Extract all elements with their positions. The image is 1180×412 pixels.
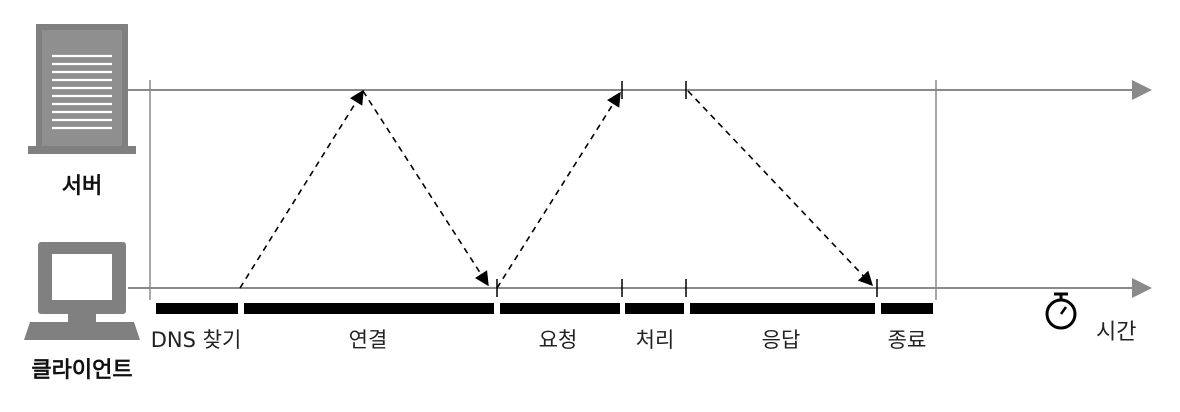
phase-label-dns: DNS 찾기 [150, 328, 242, 352]
phase-bar-close [881, 303, 933, 314]
timeline-frame [128, 80, 1152, 300]
syn-ack-arrow [362, 90, 489, 287]
phase-label-process: 처리 [635, 328, 675, 352]
phase-bar-dns [156, 303, 238, 314]
request-arrow [496, 91, 621, 289]
client-label: 클라이언트 [31, 358, 133, 383]
phase-bar-request [500, 303, 620, 314]
response-arrow [687, 90, 873, 287]
phase-bar-connect [244, 303, 494, 314]
phase-ticks [496, 81, 878, 297]
message-arrows [239, 89, 873, 289]
phase-label-request: 요청 [538, 328, 578, 352]
syn-arrow [239, 89, 364, 289]
phase-label-close: 종료 [887, 328, 927, 352]
phase-bars [156, 303, 933, 314]
server-label: 서버 [61, 174, 103, 199]
phase-bar-process [625, 303, 684, 314]
server-icon [28, 24, 136, 154]
time-label: 시간 [1096, 320, 1137, 345]
phase-bar-response [690, 303, 875, 314]
computer-icon [24, 242, 140, 340]
phase-label-connect: 연결 [348, 328, 388, 352]
phase-label-response: 응답 [761, 328, 801, 352]
stopwatch-icon [1045, 292, 1077, 330]
